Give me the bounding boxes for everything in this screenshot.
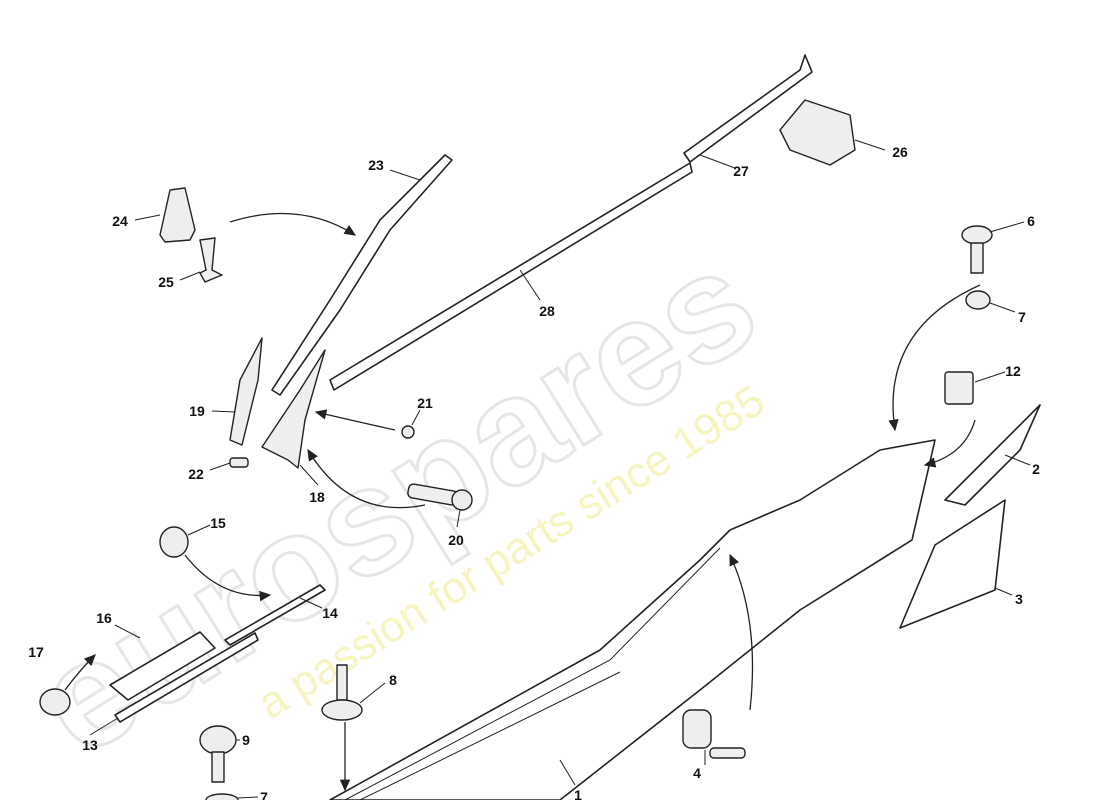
callout-17: 17 [28, 644, 44, 660]
callout-27: 27 [733, 163, 749, 179]
callout-6: 6 [1027, 213, 1035, 229]
callout-28: 28 [539, 303, 555, 319]
arrow-15 [184, 554, 272, 602]
part-21-screw [401, 425, 415, 439]
part-20-bolt [407, 483, 473, 511]
part-8-stud [321, 664, 363, 721]
leader-lines [89, 139, 1031, 799]
callout-18: 18 [309, 489, 325, 505]
callout-16: 16 [96, 610, 112, 626]
callout-15: 15 [210, 515, 226, 531]
callout-7-lower: 7 [260, 789, 268, 800]
callout-3: 3 [1015, 591, 1023, 607]
callout-26: 26 [892, 144, 908, 160]
part-18-bracket [261, 349, 326, 469]
arrow-6-7 [888, 284, 981, 432]
callout-22: 22 [188, 466, 204, 482]
part-17-grommet [39, 688, 71, 716]
arrow-24-to-23 [229, 212, 357, 236]
arrow-21 [314, 409, 396, 431]
part-13-strip [114, 632, 259, 723]
callout-2: 2 [1032, 461, 1040, 477]
callout-8: 8 [389, 672, 397, 688]
callout-25: 25 [158, 274, 174, 290]
callout-4: 4 [693, 765, 701, 781]
callout-23: 23 [368, 157, 384, 173]
part-22-pad [229, 457, 249, 468]
callout-1: 1 [574, 787, 582, 800]
part-16-plate [109, 631, 216, 701]
part-27-strip [683, 54, 813, 163]
callout-14: 14 [322, 605, 338, 621]
callout-21: 21 [417, 395, 433, 411]
part-26-bracket [779, 99, 856, 166]
part-7-nut [965, 290, 991, 310]
part-14-strip [224, 584, 326, 646]
callout-24: 24 [112, 213, 128, 229]
part-25-screw [199, 237, 223, 283]
part-24-clip [159, 187, 196, 243]
arrow-4 [729, 553, 754, 711]
part-2-trim [944, 404, 1041, 506]
callout-20: 20 [448, 532, 464, 548]
part-28-strip [329, 162, 693, 391]
part-9-bolt [199, 725, 237, 783]
part-1-sill-panel [329, 439, 936, 800]
callout-19: 19 [189, 403, 205, 419]
part-3-trim [899, 499, 1006, 629]
part-7b-nut [205, 793, 239, 800]
part-23-trim [271, 154, 453, 396]
callout-12: 12 [1005, 363, 1021, 379]
arrow-12 [923, 419, 976, 468]
arrow-20 [307, 448, 426, 509]
part-19-bracket [229, 337, 263, 446]
arrow-17 [64, 654, 96, 691]
callout-13: 13 [82, 737, 98, 753]
callout-9: 9 [242, 732, 250, 748]
callout-7: 7 [1018, 309, 1026, 325]
part-12-clip [944, 371, 974, 405]
part-4-bumper [682, 709, 746, 759]
part-15-grommet [159, 526, 189, 558]
part-6-bolt [961, 225, 993, 274]
